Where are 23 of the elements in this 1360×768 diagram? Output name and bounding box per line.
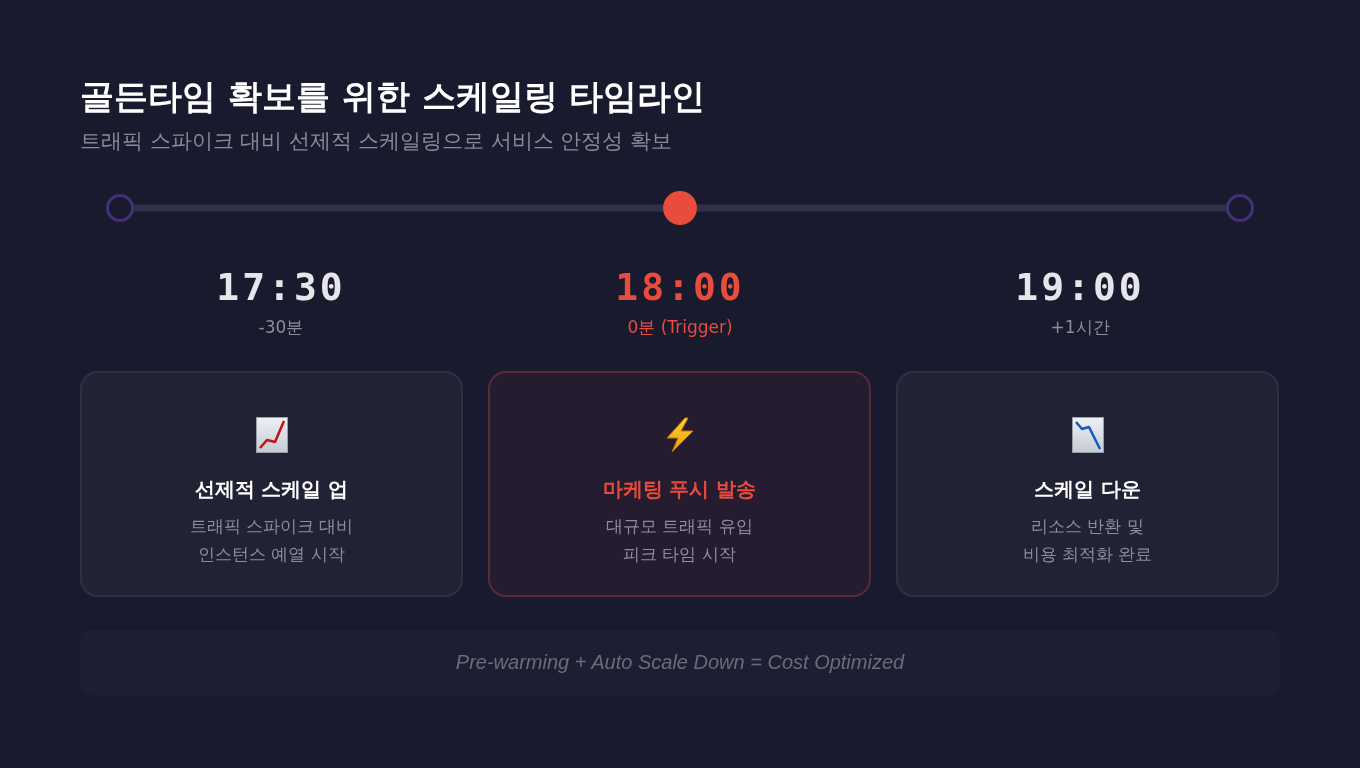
card-text: 트래픽 스파이크 대비 인스턴스 예열 시작	[188, 515, 355, 566]
timeline-dot	[106, 194, 134, 222]
time-label: 19:00	[1015, 265, 1145, 309]
card-title: 스케일 다운	[1034, 476, 1141, 503]
time-label: 17:30	[216, 265, 346, 309]
subtitle: 트래픽 스파이크 대비 선제적 스케일링으로 서비스 안정성 확보	[80, 128, 672, 155]
card-text: 대규모 트래픽 유입 피크 타임 시작	[605, 515, 754, 566]
card-text: 리소스 반환 및 비용 최적화 완료	[1021, 515, 1154, 566]
timeline-dot	[1226, 194, 1254, 222]
card-title: 마케팅 푸시 발송	[602, 476, 757, 503]
title: 골든타임 확보를 위한 스케일링 타임라인	[80, 75, 706, 118]
timeline-track	[697, 204, 1226, 212]
time-label: 18:00	[615, 265, 745, 309]
timeline-track	[134, 204, 663, 212]
summary-text: Pre-warming + Auto Scale Down = Cost Optimized	[455, 651, 905, 674]
timeline-card	[896, 371, 1279, 597]
timeline-card	[488, 371, 871, 597]
offset-label: +1시간	[1050, 316, 1110, 339]
timeline-dot	[663, 191, 697, 225]
card-title: 선제적 스케일 업	[194, 476, 349, 503]
offset-label: 0분 (Trigger)	[627, 316, 733, 339]
timeline-card	[80, 371, 463, 597]
offset-label: -30분	[258, 316, 304, 339]
